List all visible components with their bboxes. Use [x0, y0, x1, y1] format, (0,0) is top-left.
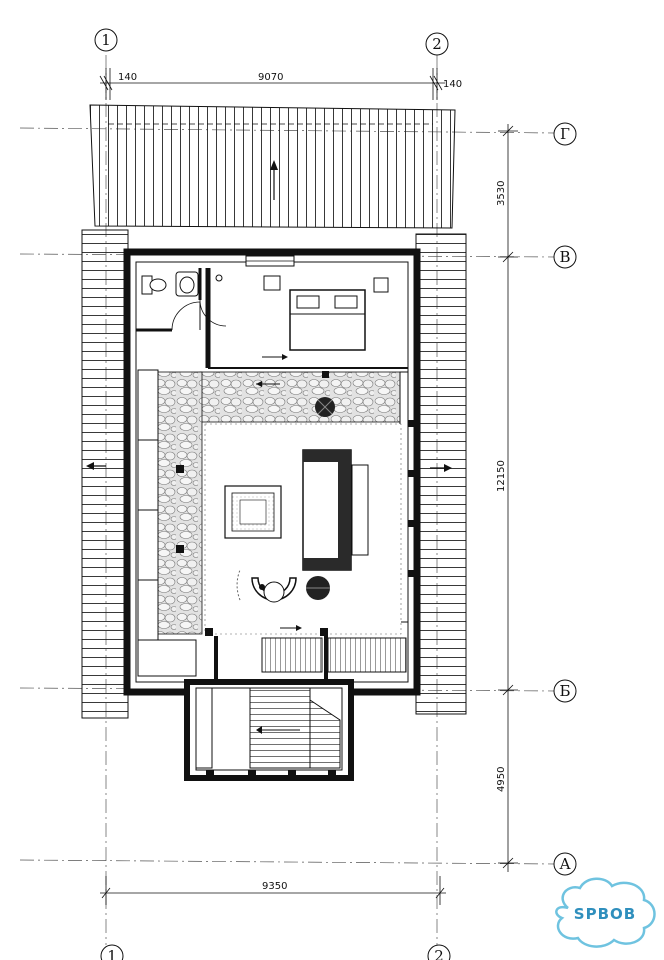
nightstands [263, 275, 389, 293]
axis-bubble-right-g: Г [553, 122, 577, 146]
svg-text:1: 1 [107, 947, 117, 960]
columns [176, 420, 415, 636]
stone-floor [157, 371, 401, 635]
bedroom-arrow [262, 354, 288, 360]
axis-bubble-top-2: 2 [425, 32, 449, 56]
left-storage [137, 369, 197, 677]
armchair-icon [251, 577, 297, 603]
dim-right-gv: 3530 [496, 181, 507, 206]
bedroom-window [245, 255, 295, 267]
dim-top-left: 140 [118, 72, 137, 83]
svg-text:А: А [559, 855, 571, 873]
svg-text:В: В [559, 248, 570, 266]
bed-icon [289, 289, 366, 351]
sink-icon [175, 271, 199, 297]
axis-bubble-bottom-1: 1 [100, 944, 124, 960]
bathroom-door-icon [171, 299, 227, 331]
svg-text:SPBOB: SPBOB [574, 905, 636, 923]
roof-right [415, 233, 467, 715]
axis-bubble-right-b: Б [553, 679, 577, 703]
axis-bubble-right-a: А [553, 852, 577, 876]
wood-benches [214, 636, 407, 682]
living-arrow [280, 625, 302, 631]
roof-left [81, 229, 129, 719]
side-table [351, 464, 369, 556]
dimension-right [498, 124, 518, 872]
rug [224, 485, 282, 539]
dim-right-ba: 4950 [496, 767, 507, 792]
axis-bubble-right-v: В [553, 245, 577, 269]
dim-top-right: 140 [443, 79, 462, 90]
bedroom-lamp-icon [215, 274, 223, 282]
dim-bottom-total: 9350 [262, 881, 287, 892]
stair-annex [184, 679, 354, 781]
dim-top-total: 9070 [258, 72, 283, 83]
fireplace-icon [315, 371, 335, 417]
svg-text:1: 1 [101, 31, 111, 49]
spbob-logo: SPBOB [555, 877, 656, 948]
axis-bubble-top-1: 1 [94, 28, 118, 52]
dimension-bottom [100, 876, 446, 905]
roof-top [89, 104, 456, 229]
toilet-icon [141, 275, 167, 295]
dim-right-vb: 12150 [496, 460, 507, 492]
svg-text:Б: Б [559, 682, 570, 700]
svg-text:2: 2 [434, 947, 444, 960]
hall-arrow [256, 381, 280, 387]
round-table-icon [306, 576, 330, 600]
axis-bubble-bottom-2: 2 [427, 944, 451, 960]
dimension-top [99, 68, 445, 100]
svg-text:2: 2 [432, 35, 442, 53]
svg-text:Г: Г [560, 125, 570, 143]
sofa [302, 449, 352, 571]
swing-arc [236, 569, 241, 601]
bedroom-walls [136, 268, 408, 369]
